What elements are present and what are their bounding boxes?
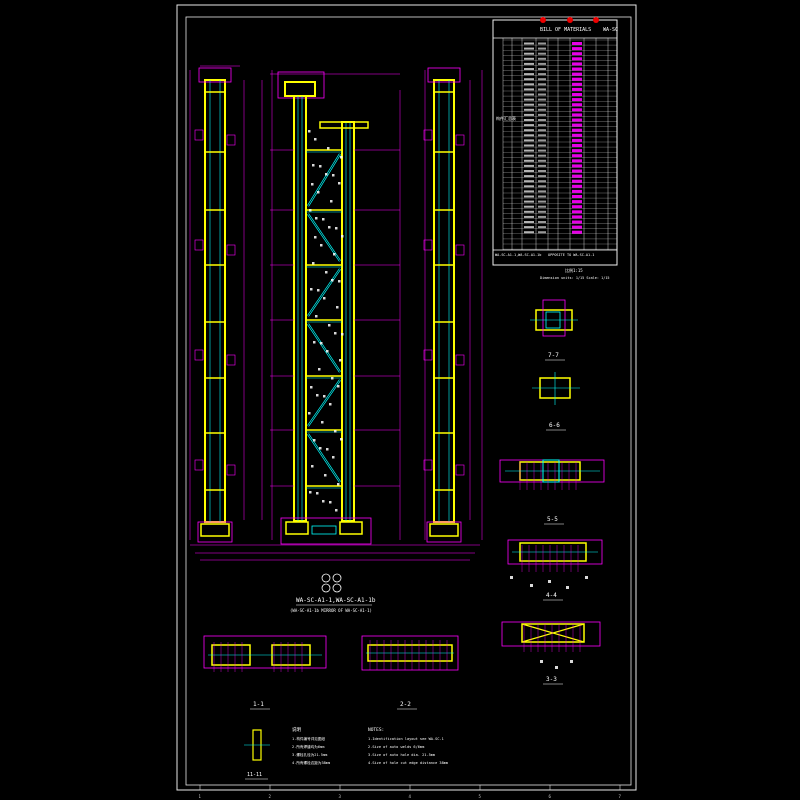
- notes-left-title: 说明: [292, 726, 301, 733]
- svg-text:3: 3: [339, 794, 342, 799]
- section-6-6: 6-6: [532, 372, 580, 431]
- outer-frame: [176, 4, 637, 791]
- notes-left-line-4: 4.所有螺栓边距为38mm: [292, 760, 330, 765]
- section-label-3-3: 3-3: [546, 676, 557, 683]
- section-1-1: 1-1: [203, 635, 327, 710]
- notes-right-line-2: 2.Size of auto welds 6/6mm: [368, 745, 424, 749]
- notes-left-line-3: 3.螺栓孔径为21.5mm: [292, 752, 327, 757]
- inner-frame: [185, 16, 632, 786]
- svg-text:4: 4: [409, 794, 412, 799]
- center-braced-frame: [270, 71, 400, 545]
- section-label-7-7: 7-7: [548, 352, 559, 359]
- notes-right: NOTES: 1.Identification layout see WA-SC…: [368, 727, 448, 765]
- section-label-11-11: 11-11: [247, 772, 262, 778]
- section-7-7: 7-7: [530, 299, 578, 361]
- section-label-4-4: 4-4: [546, 592, 557, 599]
- main-title: WA-SC-A1-1,WA-SC-A1-1b: [296, 597, 376, 604]
- main-subtitle: (WA-SC-A1-1b MIRROR OF WA-SC-A1-1): [290, 608, 372, 613]
- notes-left-line-2: 2.所有焊缝均为6mm: [292, 744, 324, 749]
- section-label-1-1: 1-1: [253, 701, 264, 708]
- bom-title: BILL OF MATERIALS: [540, 27, 591, 33]
- right-column: [423, 67, 465, 543]
- section-4-4: 4-4: [507, 539, 603, 601]
- main-view-title: WA-SC-A1-1,WA-SC-A1-1b (WA-SC-A1-1b MIRR…: [290, 573, 376, 613]
- svg-text:7: 7: [619, 794, 622, 799]
- bom-caption-2: Dimension units: 1/15 Scale: 1/15: [540, 276, 610, 280]
- bom-side-label: 构件汇总表: [496, 115, 516, 121]
- section-5-5: 5-5: [499, 459, 605, 525]
- bom-footer-right: OPPOSITE TO WA-SC-A1-1: [548, 253, 594, 257]
- section-11-11: 11-11: [244, 729, 270, 780]
- svg-text:1: 1: [199, 794, 202, 799]
- dimension-lines: [189, 65, 483, 561]
- notes-right-title: NOTES:: [368, 727, 384, 733]
- notes-left-line-1: 1.构件编号详见图纸: [292, 736, 325, 741]
- notes-right-line-3: 3.Size of auto hole dia. 21.5mm: [368, 753, 435, 757]
- section-label-5-5: 5-5: [547, 516, 558, 523]
- section-3-3: 3-3: [501, 621, 601, 685]
- bom-tag: WA-SC: [603, 27, 618, 33]
- notes-right-line-4: 4.Size of hole cut edge distance 38mm: [368, 761, 448, 765]
- section-2-2: 2-2: [361, 635, 459, 710]
- grid-marks: 1 2 3 4 5 6 7: [199, 785, 622, 799]
- svg-text:5: 5: [479, 794, 482, 799]
- bom-footer-left: WA-SC-A1-1,WA-SC-A1-1b: [495, 253, 541, 257]
- section-label-6-6: 6-6: [549, 422, 560, 429]
- section-holes: [213, 462, 588, 672]
- svg-text:2: 2: [269, 794, 272, 799]
- notes-right-line-1: 1.Identification layout see WA-SC-1: [368, 737, 444, 741]
- svg-text:6: 6: [549, 794, 552, 799]
- left-column: [194, 67, 236, 543]
- bom-table: BILL OF MATERIALS WA-SC WA-SC-A1-1,WA-SC…: [492, 17, 618, 280]
- notes-left: 说明 1.构件编号详见图纸 2.所有焊缝均为6mm 3.螺栓孔径为21.5mm …: [292, 726, 330, 765]
- section-label-2-2: 2-2: [400, 701, 411, 708]
- bom-caption-1: 比例1:15: [565, 267, 583, 273]
